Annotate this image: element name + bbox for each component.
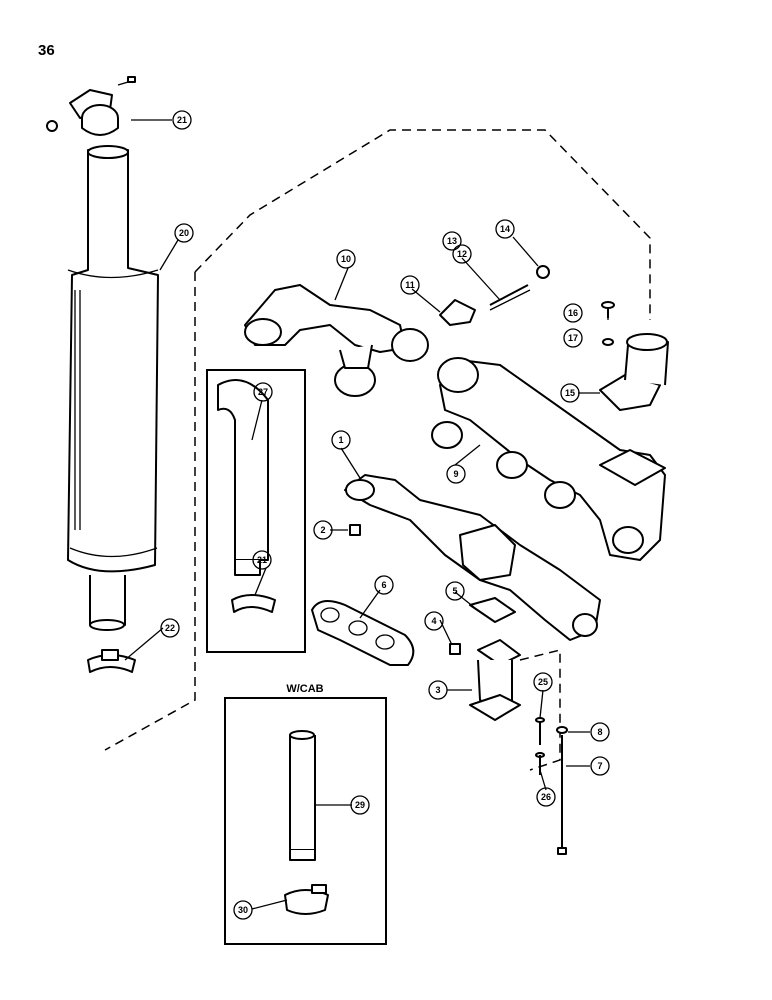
callout-13: 13 [442, 231, 462, 251]
muffler-part [67, 145, 159, 631]
callout-25: 25 [533, 672, 553, 692]
svg-text:12: 12 [457, 249, 467, 259]
callout-9: 9 [446, 464, 466, 484]
callout-29: 29 [350, 795, 370, 815]
callout-1: 1 [331, 430, 351, 450]
clamp-part-lower [87, 649, 136, 673]
callout-22: 21 [172, 110, 192, 130]
exhaust-manifold-front-part [244, 284, 429, 397]
callout-7: 7 [590, 756, 610, 776]
callout-14: 14 [495, 219, 515, 239]
page-number: 36 [38, 42, 55, 59]
cab-clamp-part [284, 884, 329, 915]
cab-box [224, 697, 387, 945]
cab-box-title: W/CAB [286, 683, 323, 695]
bracket-and-stud-parts [439, 265, 550, 326]
callout-6: 6 [374, 575, 394, 595]
gasket-part [311, 600, 415, 666]
callout-15: 15 [560, 383, 580, 403]
svg-text:8: 8 [597, 727, 602, 737]
exhaust-stack-part [217, 379, 269, 576]
callout-11: 11 [400, 275, 420, 295]
callout-8: 8 [590, 722, 610, 742]
rain-cap-part [46, 76, 136, 136]
exhaust-elbow-part [599, 301, 669, 411]
bolt-parts [535, 717, 568, 855]
cab-exhaust-pipe-part [289, 730, 316, 861]
callout-4: 4 [424, 611, 444, 631]
flange-gasket-part [469, 597, 516, 623]
intake-manifold-part [344, 474, 601, 641]
svg-text:22: 22 [165, 623, 175, 633]
svg-text:26: 26 [541, 792, 551, 802]
adapter-part [469, 639, 521, 721]
plug-part [349, 524, 361, 536]
assembly-boundary-left-dashed [104, 272, 196, 751]
svg-text:5: 5 [452, 586, 457, 596]
callout-16: 16 [563, 303, 583, 323]
callout-10: 10 [336, 249, 356, 269]
callout-26: 26 [536, 787, 556, 807]
callout-27: 27 [253, 382, 273, 402]
svg-text:15: 15 [565, 388, 575, 398]
callout-2: 2 [313, 520, 333, 540]
svg-text:17: 17 [568, 333, 578, 343]
leader-lines [124, 119, 609, 910]
svg-text:1: 1 [338, 435, 343, 445]
svg-text:3: 3 [435, 685, 440, 695]
svg-text:14: 14 [500, 224, 510, 234]
callout-3: 3 [428, 680, 448, 700]
svg-text:29: 29 [355, 800, 365, 810]
nut-part [449, 643, 461, 655]
callout-21-lower: 22 [160, 618, 180, 638]
svg-text:6: 6 [381, 580, 386, 590]
svg-text:10: 10 [341, 254, 351, 264]
vertical-exhaust-box [206, 369, 306, 653]
svg-text:21: 21 [177, 115, 187, 125]
clamp-part-upper [231, 594, 276, 613]
svg-text:13: 13 [447, 236, 457, 246]
callout-12: 12 [452, 244, 472, 264]
assembly-boundary-dashed [194, 129, 651, 320]
callout-30: 30 [233, 900, 253, 920]
callout-20: 20 [174, 223, 194, 243]
exhaust-manifold-rear-part [431, 357, 666, 561]
assembly-boundary-right-dashed [519, 649, 561, 771]
callout-17: 17 [563, 328, 583, 348]
svg-text:11: 11 [405, 280, 415, 290]
callout-5: 5 [445, 581, 465, 601]
svg-text:30: 30 [238, 905, 248, 915]
svg-text:20: 20 [179, 228, 189, 238]
svg-text:7: 7 [597, 761, 602, 771]
svg-text:2: 2 [320, 525, 325, 535]
callout-21-upper: 21 [252, 550, 272, 570]
svg-text:21: 21 [257, 555, 267, 565]
svg-text:16: 16 [568, 308, 578, 318]
svg-text:27: 27 [258, 387, 268, 397]
svg-text:25: 25 [538, 677, 548, 687]
svg-text:9: 9 [453, 469, 458, 479]
svg-text:4: 4 [431, 616, 436, 626]
